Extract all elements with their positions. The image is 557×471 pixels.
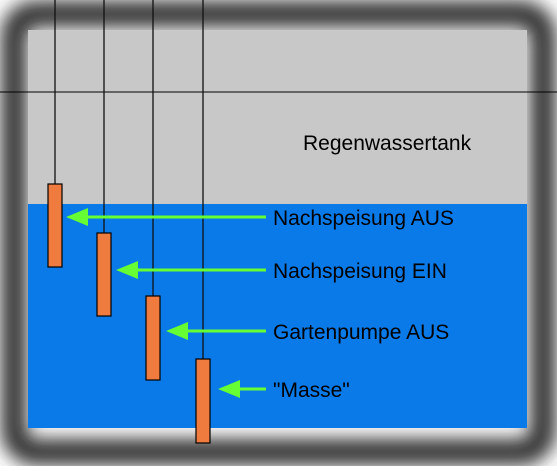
tank-title: Regenwassertank bbox=[303, 132, 472, 155]
electrode-1 bbox=[47, 183, 63, 268]
electrode-3 bbox=[145, 295, 161, 381]
probe-label-2: Nachspeisung EIN bbox=[273, 260, 447, 283]
arrow-1 bbox=[66, 208, 266, 226]
arrow-3 bbox=[166, 322, 266, 340]
probe-label-3: Gartenpumpe AUS bbox=[273, 321, 449, 344]
probe-label-1: Nachspeisung AUS bbox=[273, 207, 454, 230]
electrode-2 bbox=[96, 232, 112, 317]
probe-label-4: "Masse" bbox=[273, 379, 350, 402]
electrode-4 bbox=[195, 358, 211, 444]
arrow-4 bbox=[218, 380, 266, 398]
arrow-2 bbox=[116, 261, 266, 279]
tank-air bbox=[28, 30, 527, 204]
